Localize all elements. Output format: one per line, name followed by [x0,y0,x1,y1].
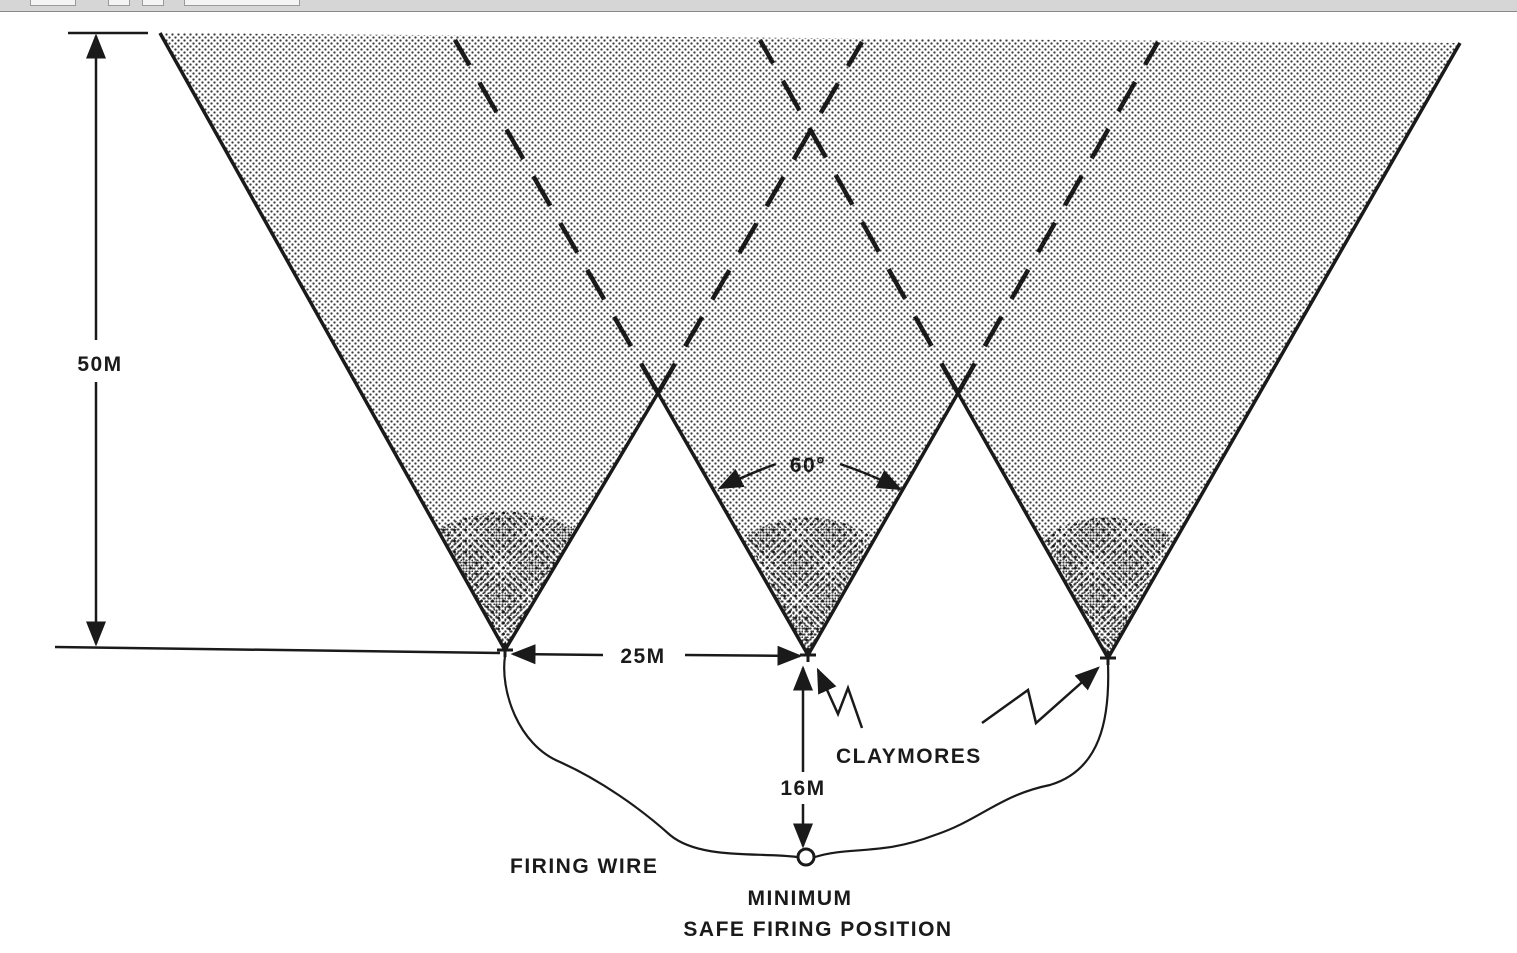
blast-zone-left [440,511,575,650]
claymore-marker [800,648,816,662]
firing-position-marker [796,847,816,867]
claymore-marker [1100,651,1116,665]
claymore-marker [497,643,513,657]
height-label: 50M [77,353,122,376]
position-label-line2: SAFE FIRING POSITION [683,918,952,941]
firing-wire-label: FIRING WIRE [510,855,658,878]
toolbar-button[interactable] [108,0,130,6]
angle-arc [717,462,777,490]
dashed-sector-lines [453,38,1160,395]
claymore-pointer [981,666,1100,726]
angle-label: 60° [790,454,826,477]
distance-label: 16M [780,777,825,800]
claymores-label: CLAYMORES [836,745,982,768]
window-toolbar [0,0,1517,12]
firing-wire [503,655,1110,859]
coverage-area [160,33,1460,658]
spacing-label: 25M [620,645,665,668]
spacing-arrow [684,645,803,666]
spacing-arrow [510,644,604,665]
claymore-pointer [816,667,864,729]
dim-base-line [54,645,501,655]
toolbar-button[interactable] [142,0,164,6]
angle-arc [839,462,903,491]
toolbar-field[interactable] [184,0,300,6]
blast-zone-right [1043,517,1172,658]
toolbar-button[interactable] [30,0,76,6]
position-label-line1: MINIMUM [748,887,853,910]
blast-zone-center [745,517,872,655]
